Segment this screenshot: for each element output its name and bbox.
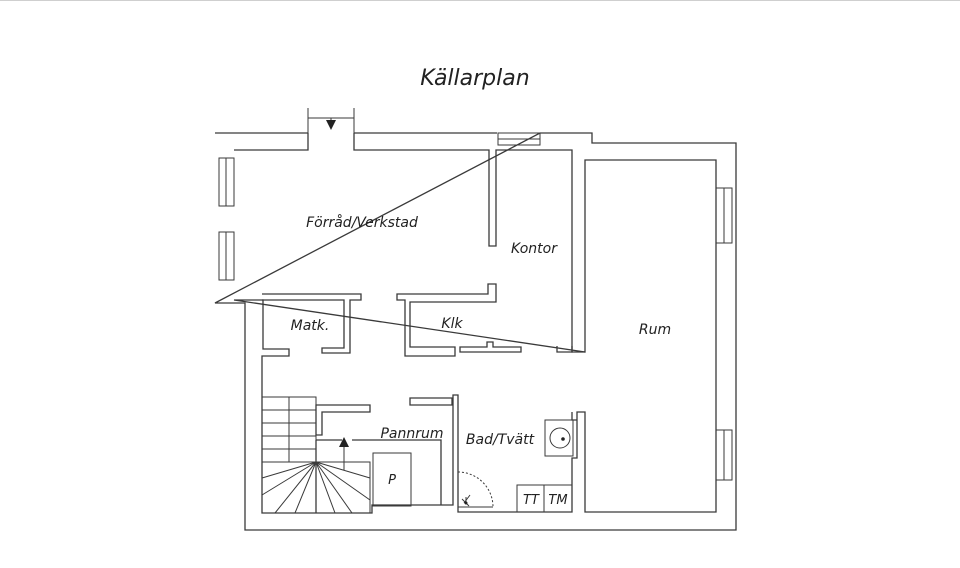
stair-arrow-icon xyxy=(339,437,349,447)
room-label-forrad: Förråd/Verkstad xyxy=(306,214,418,231)
entrance xyxy=(307,108,355,133)
stairs xyxy=(261,396,371,514)
tm-box xyxy=(543,484,573,513)
room-label-bad: Bad/Tvätt xyxy=(466,432,535,448)
room-label-klk: Klk xyxy=(441,316,463,332)
windows xyxy=(218,132,733,481)
bath-fixtures xyxy=(457,419,574,513)
sink xyxy=(544,419,574,457)
room-label-pannrum: Pannrum xyxy=(380,426,443,442)
room-label-matk: Matk. xyxy=(291,318,330,334)
plan-title: Källarplan xyxy=(420,66,530,91)
fixture-label-p: P xyxy=(388,473,396,488)
outer-walls xyxy=(214,132,737,531)
floor-drain-icon xyxy=(461,494,471,507)
top-border-line xyxy=(0,0,960,1)
fixture-label-tm: TM xyxy=(548,493,567,508)
sink-basin-icon xyxy=(549,427,571,449)
room-label-kontor: Kontor xyxy=(511,241,558,257)
entrance-arrow-icon xyxy=(326,120,336,130)
room-label-rum: Rum xyxy=(639,322,671,338)
fixture-label-tt: TT xyxy=(523,493,540,508)
